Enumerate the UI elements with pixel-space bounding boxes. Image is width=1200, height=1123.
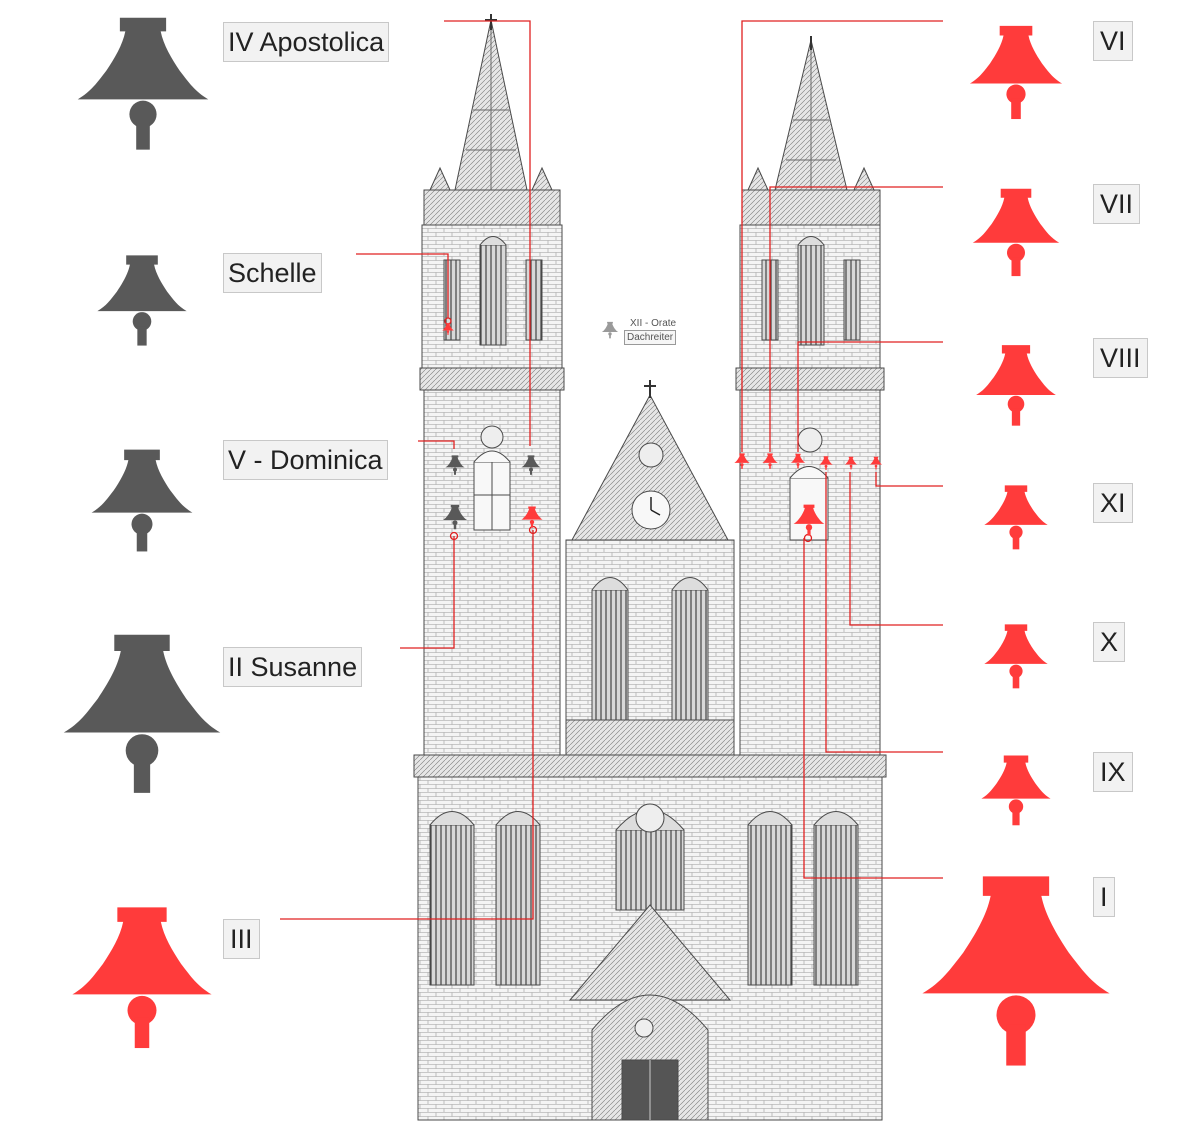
cathedral-facade (413, 14, 887, 1121)
label-xii-orate: XII - Orate Dachreiter (624, 317, 677, 345)
leader-iv (444, 20, 531, 446)
bell-iii-icon (72, 907, 212, 1049)
leader-ix (825, 472, 943, 753)
leader-xi (875, 472, 943, 487)
lower-facade (417, 776, 883, 1121)
label-x: X (1093, 622, 1126, 662)
center-facade (565, 380, 735, 761)
bell-vi-icon (969, 25, 1063, 120)
bell-schelle-icon (97, 255, 187, 346)
label-iv-apostolica: IV Apostolica (223, 22, 390, 62)
bell-x-icon (984, 624, 1048, 689)
right-tower (735, 224, 885, 756)
bell-i-icon (922, 876, 1110, 1066)
main-portal (591, 994, 709, 1121)
bell-v-icon (91, 449, 193, 552)
label-vii: VII (1093, 184, 1141, 224)
leader-schelle (356, 253, 449, 318)
left-tower (419, 224, 565, 756)
left-spire (423, 14, 561, 226)
label-xi: XI (1093, 483, 1133, 523)
bell-vii-icon (972, 188, 1060, 277)
lower-band (413, 754, 887, 778)
label-schelle: Schelle (223, 253, 322, 293)
roof-turret-name: XII - Orate (630, 318, 677, 329)
leader-ii (400, 536, 455, 649)
label-viii: VIII (1093, 338, 1148, 378)
bell-viii-icon (976, 345, 1056, 426)
facade-bell-xii (601, 321, 619, 339)
leader-x (849, 472, 943, 626)
leader-lines (280, 20, 943, 920)
leader-vii (769, 186, 943, 452)
right-spire (741, 36, 881, 226)
leader-iii (280, 530, 534, 920)
bell-ii-icon (63, 634, 221, 793)
label-iii: III (223, 919, 260, 959)
label-vi: VI (1093, 21, 1133, 61)
label-v-dominica: V - Dominica (223, 440, 388, 480)
leader-vi (741, 20, 943, 452)
label-ii-susanne: II Susanne (223, 647, 363, 687)
leader-viii (797, 341, 943, 452)
bell-iv-icon (77, 17, 209, 150)
bell-ix-icon (981, 755, 1051, 826)
label-ix: IX (1093, 752, 1133, 792)
label-i: I (1093, 877, 1115, 917)
roof-turret-location: Dachreiter (624, 330, 677, 345)
leader-v (418, 440, 455, 449)
bell-xi-icon (984, 485, 1048, 550)
leader-i (803, 538, 943, 879)
